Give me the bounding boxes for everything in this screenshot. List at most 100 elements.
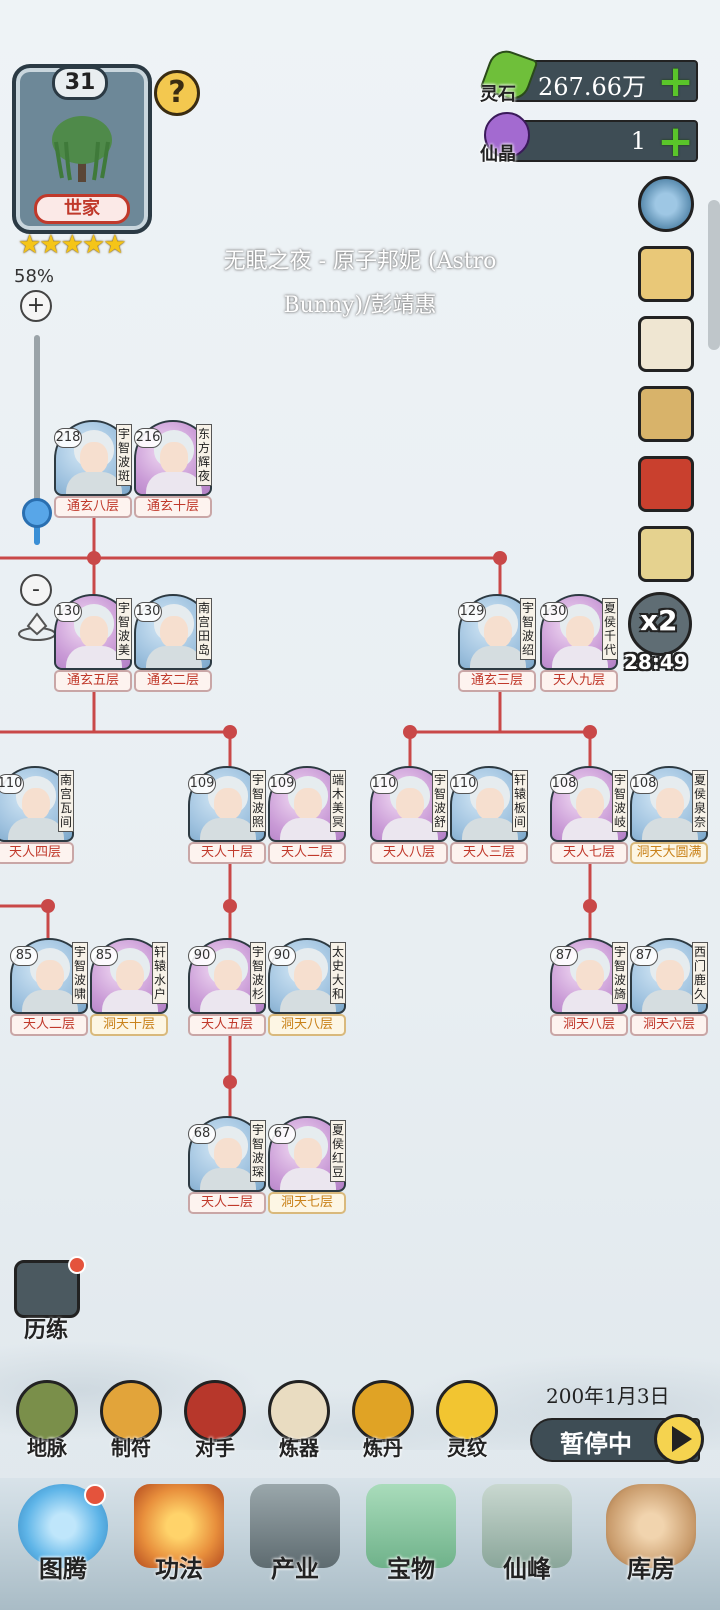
speed-timer: 28:49	[624, 650, 688, 674]
member-card[interactable]: 110 南宫瓦间 天人四层	[0, 766, 74, 866]
tool-earth-vein[interactable]: 地脉	[12, 1380, 82, 1461]
member-card[interactable]: 85 宇智波啸 天人二层	[10, 938, 88, 1038]
map-icon[interactable]	[638, 526, 694, 582]
member-card[interactable]: 108 夏侯泉奈 洞天大圆满	[630, 766, 708, 866]
member-name: 夏侯泉奈	[692, 770, 708, 832]
immortal-crystal-icon	[484, 112, 530, 158]
music-overlay: 无眠之夜 - 原子邦妮 (Astro Bunny)/彭靖惠	[160, 240, 560, 328]
scrollbar[interactable]	[708, 200, 720, 350]
member-age: 85	[10, 946, 38, 966]
member-card[interactable]: 130 南宫田岛 通玄二层	[134, 594, 212, 694]
map-scroll-icon[interactable]	[638, 246, 694, 302]
treasure-icon	[366, 1484, 456, 1568]
settings-icon[interactable]	[638, 176, 694, 232]
member-realm: 天人八层	[370, 842, 448, 864]
bottom-nav	[0, 1478, 720, 1610]
nav-label: 仙峰	[503, 1554, 551, 1583]
member-card[interactable]: 87 宇智波旖 洞天八层	[550, 938, 628, 1038]
nav-immortal-peak[interactable]: 仙峰	[472, 1484, 582, 1588]
member-card[interactable]: 130 宇智波美 通玄五层	[54, 594, 132, 694]
nav-label: 产业	[271, 1554, 319, 1583]
member-realm: 洞天十层	[90, 1014, 168, 1036]
member-name: 夏侯千代	[602, 598, 618, 660]
member-name: 轩辕水户	[152, 942, 168, 1004]
nav-treasure[interactable]: 宝物	[356, 1484, 466, 1588]
zoom-in-button[interactable]: +	[20, 290, 52, 322]
member-name: 东方辉夜	[196, 424, 212, 486]
zoom-slider-track[interactable]	[34, 335, 40, 545]
pause-label: 暂停中	[560, 1429, 632, 1458]
member-realm: 通玄十层	[134, 496, 212, 518]
member-card[interactable]: 90 宇智波杉 天人五层	[188, 938, 266, 1038]
zoom-out-button[interactable]: -	[20, 574, 52, 606]
member-realm: 天人三层	[450, 842, 528, 864]
member-age: 108	[550, 774, 578, 794]
member-age: 109	[268, 774, 296, 794]
member-realm: 天人五层	[188, 1014, 266, 1036]
member-card[interactable]: 90 太史大和 洞天八层	[268, 938, 346, 1038]
add-immortal-crystal-button[interactable]: +	[657, 116, 694, 167]
help-button[interactable]: ?	[154, 70, 200, 116]
member-realm: 通玄五层	[54, 670, 132, 692]
member-card[interactable]: 110 宇智波舒 天人八层	[370, 766, 448, 866]
member-card[interactable]: 87 西门鹿久 洞天六层	[630, 938, 708, 1038]
tool-label: 地脉	[27, 1436, 67, 1460]
member-card[interactable]: 109 宇智波照 天人十层	[188, 766, 266, 866]
family-level: 31	[52, 66, 108, 100]
member-card[interactable]: 67 夏侯红豆 洞天七层	[268, 1116, 346, 1216]
member-card[interactable]: 218 宇智波斑 通玄八层	[54, 420, 132, 520]
speed-button[interactable]	[628, 592, 692, 656]
member-name: 南宫田岛	[196, 598, 212, 660]
member-age: 85	[90, 946, 118, 966]
zoom-slider-fill	[34, 515, 40, 545]
scroll-icon[interactable]	[638, 386, 694, 442]
storehouse-icon	[606, 1484, 696, 1568]
member-card[interactable]: 109 端木美冥 天人二层	[268, 766, 346, 866]
tool-alchemy[interactable]: 炼丹	[348, 1380, 418, 1461]
member-card[interactable]: 68 宇智波琛 天人二层	[188, 1116, 266, 1216]
member-age: 129	[458, 602, 486, 622]
music-line-1: 无眠之夜 - 原子邦妮 (Astro	[223, 249, 497, 274]
zoom-slider-handle[interactable]	[22, 498, 52, 528]
member-age: 67	[268, 1124, 296, 1144]
member-realm: 天人二层	[10, 1014, 88, 1036]
tool-refine[interactable]: 炼器	[264, 1380, 334, 1461]
member-card[interactable]: 110 轩辕板间 天人三层	[450, 766, 528, 866]
member-card[interactable]: 130 夏侯千代 天人九层	[540, 594, 618, 694]
member-age: 110	[450, 774, 478, 794]
member-card[interactable]: 129 宇智波绍 通玄三层	[458, 594, 536, 694]
member-name: 轩辕板间	[512, 770, 528, 832]
member-age: 130	[54, 602, 82, 622]
member-card[interactable]: 216 东方辉夜 通玄十层	[134, 420, 212, 520]
member-realm: 天人七层	[550, 842, 628, 864]
nav-storehouse[interactable]: 库房	[596, 1484, 706, 1588]
member-name: 太史大和	[330, 942, 346, 1004]
member-card[interactable]: 85 轩辕水户 洞天十层	[90, 938, 168, 1038]
member-name: 宇智波旖	[612, 942, 628, 1004]
member-name: 南宫瓦间	[58, 770, 74, 832]
member-realm: 天人十层	[188, 842, 266, 864]
member-realm: 天人二层	[188, 1192, 266, 1214]
letter-icon[interactable]	[638, 316, 694, 372]
member-age: 110	[370, 774, 398, 794]
speed-multiplier: x2	[640, 604, 678, 637]
tool-spirit-pattern[interactable]: 灵纹	[432, 1380, 502, 1461]
nav-industry[interactable]: 产业	[240, 1484, 350, 1588]
technique-icon	[134, 1484, 224, 1568]
nav-label: 宝物	[387, 1554, 435, 1583]
add-spirit-stone-button[interactable]: +	[657, 56, 694, 107]
member-age: 68	[188, 1124, 216, 1144]
nav-technique[interactable]: 功法	[124, 1484, 234, 1588]
nav-label: 功法	[155, 1554, 203, 1583]
tool-talisman[interactable]: 制符	[96, 1380, 166, 1461]
currency-bar-immortal-crystal: 1 +	[512, 116, 698, 167]
red-book-icon[interactable]	[638, 456, 694, 512]
alchemy-furnace-icon	[352, 1380, 414, 1442]
earth-vein-icon	[16, 1380, 78, 1442]
tool-rival[interactable]: 对手	[180, 1380, 250, 1461]
member-realm: 天人九层	[540, 670, 618, 692]
member-name: 宇智波琛	[250, 1120, 266, 1182]
nav-totem[interactable]: 图腾	[8, 1484, 118, 1588]
member-age: 110	[0, 774, 24, 794]
member-card[interactable]: 108 宇智波岐 天人七层	[550, 766, 628, 866]
